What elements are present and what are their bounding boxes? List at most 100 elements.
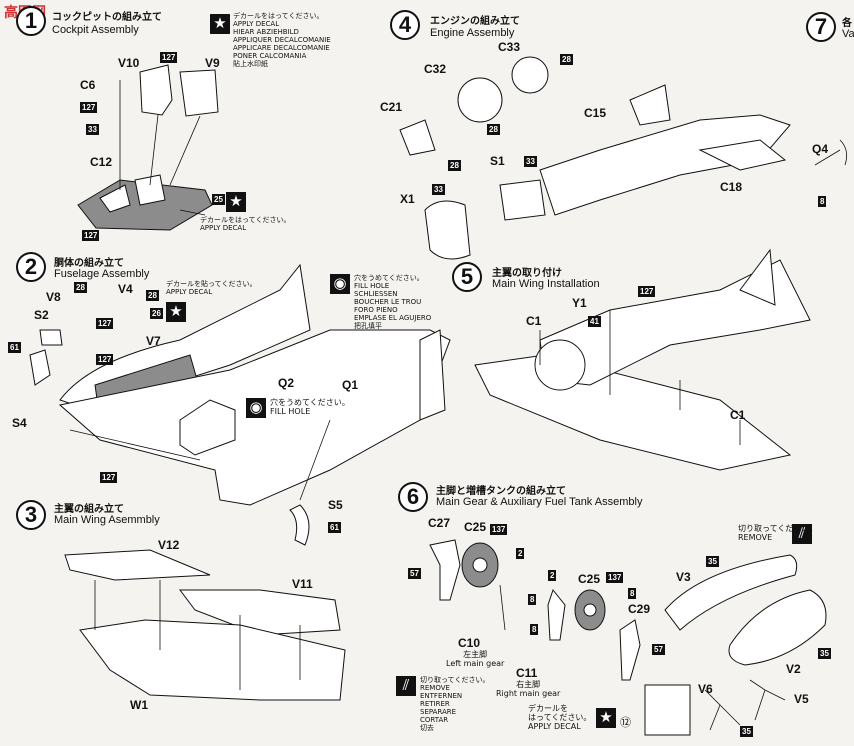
part-label: C1 — [526, 314, 542, 328]
step-4-number: 4 — [390, 10, 420, 40]
step-5-title-en: Main Wing Installation — [492, 278, 600, 290]
fill-hole-note: 穴をうめてください。FILL HOLE — [270, 398, 350, 416]
paint-ref: 2 — [516, 548, 525, 559]
part-label: C18 — [720, 180, 743, 194]
step-3-title-jp: 主翼の組み立て — [54, 504, 124, 515]
paint-ref: 137 — [606, 572, 624, 583]
step-1-number: 1 — [16, 6, 46, 36]
paint-ref: 127 — [638, 286, 656, 297]
part-label: V12 — [158, 538, 180, 552]
paint-ref: 28 — [560, 54, 573, 65]
paint-ref: 127 — [100, 472, 118, 483]
paint-ref: 8 — [528, 594, 537, 605]
decal-note: デカールをはってください。APPLY DECAL — [200, 216, 291, 232]
part-label: C33 — [498, 40, 521, 54]
part-label: Q2 — [278, 376, 295, 390]
remove-icon: ⫽ — [396, 676, 416, 696]
paint-ref: 28 — [74, 282, 87, 293]
part-label: V8 — [46, 290, 61, 304]
part-label: C10 — [458, 636, 481, 650]
part-label: C12 — [90, 155, 113, 169]
step-2-number: 2 — [16, 252, 46, 282]
fill-hole-icon: ◉ — [330, 274, 350, 294]
wing-install-drawing — [474, 248, 811, 471]
step-5-title-jp: 主翼の取り付け — [492, 268, 562, 279]
paint-ref: 127 — [160, 52, 178, 63]
paint-ref: 28 — [146, 290, 159, 301]
decal-star-icon: ★ — [166, 302, 186, 322]
paint-ref: 8 — [628, 588, 637, 599]
part-label: S2 — [34, 308, 49, 322]
step-7-title-jp: 各 — [842, 18, 852, 29]
part-label: S4 — [12, 416, 27, 430]
part-label: C25 — [578, 572, 601, 586]
part-label: V9 — [205, 56, 220, 70]
part-label: S5 — [328, 498, 343, 512]
part-label: C29 — [628, 602, 651, 616]
wing-drawing — [64, 549, 346, 701]
engine-drawing — [399, 56, 791, 260]
part-label: C25 — [464, 520, 487, 534]
paint-ref: 35 — [740, 726, 753, 737]
paint-ref: 26 — [150, 308, 163, 319]
part-label: Q4 — [812, 142, 829, 156]
step-3-title-en: Main Wing Asemmbly — [54, 514, 160, 526]
part-label: V5 — [794, 692, 809, 706]
step7-partial-drawing — [814, 139, 848, 166]
paint-ref: 61 — [328, 522, 341, 533]
paint-ref: 8 — [530, 624, 539, 635]
part-label: C21 — [380, 100, 403, 114]
paint-ref: 25 — [212, 194, 225, 205]
decal-star-icon: ★ — [226, 192, 246, 212]
right-gear-en: Right main gear — [496, 689, 561, 698]
step-6-title-en: Main Gear & Auxiliary Fuel Tank Assembly — [436, 496, 643, 508]
paint-ref: 35 — [706, 556, 719, 567]
part-label: C6 — [80, 78, 96, 92]
step-4-title-en: Engine Assembly — [430, 27, 515, 39]
paint-ref: 35 — [818, 648, 831, 659]
paint-ref: 127 — [82, 230, 100, 241]
left-gear-jp: 左主脚 — [463, 650, 488, 659]
paint-ref: 61 — [8, 342, 21, 353]
decal-star-icon: ★ — [210, 14, 230, 34]
decal-number: ⑫ — [620, 717, 631, 729]
paint-ref: 33 — [432, 184, 445, 195]
step-2-title-en: Fuselage Assembly — [54, 268, 150, 280]
remove-icon: ⫽ — [792, 524, 812, 544]
part-label: Q1 — [342, 378, 359, 392]
decal-note: デカールを貼ってください。APPLY DECAL — [166, 280, 257, 296]
part-label: C32 — [424, 62, 447, 76]
paint-ref: 127 — [96, 318, 114, 329]
part-label: Y1 — [572, 296, 587, 310]
decal-star-icon: ★ — [596, 708, 616, 728]
part-label: S1 — [490, 154, 505, 168]
part-label: X1 — [400, 192, 415, 206]
step-6-title-jp: 主脚と増槽タンクの組み立て — [436, 486, 566, 497]
left-gear-en: Left main gear — [446, 659, 505, 668]
step-6-number: 6 — [398, 482, 428, 512]
paint-ref: 33 — [86, 124, 99, 135]
gear-tank-drawing — [429, 539, 827, 736]
part-label: C15 — [584, 106, 607, 120]
paint-ref: 2 — [548, 570, 557, 581]
paint-ref: 41 — [588, 316, 601, 327]
part-label: W1 — [130, 698, 148, 712]
right-gear-caption: 右主脚 Right main gear — [496, 680, 560, 698]
part-label: C27 — [428, 516, 451, 530]
paint-ref: 28 — [448, 160, 461, 171]
paint-ref: 127 — [96, 354, 114, 365]
paint-ref: 33 — [524, 156, 537, 167]
step-1-title-en: Cockpit Assembly — [52, 24, 139, 36]
paint-ref: 57 — [408, 568, 421, 579]
paint-ref: 8 — [818, 196, 827, 207]
fill-hole-icon: ◉ — [246, 398, 266, 418]
cockpit-drawing — [77, 64, 219, 231]
part-label: C1 — [730, 408, 746, 422]
step-1-title-jp: コックピットの組み立て — [52, 12, 162, 23]
step-2-title-jp: 胴体の組み立て — [54, 258, 124, 269]
paint-ref: 57 — [652, 644, 665, 655]
part-label: V6 — [698, 682, 713, 696]
